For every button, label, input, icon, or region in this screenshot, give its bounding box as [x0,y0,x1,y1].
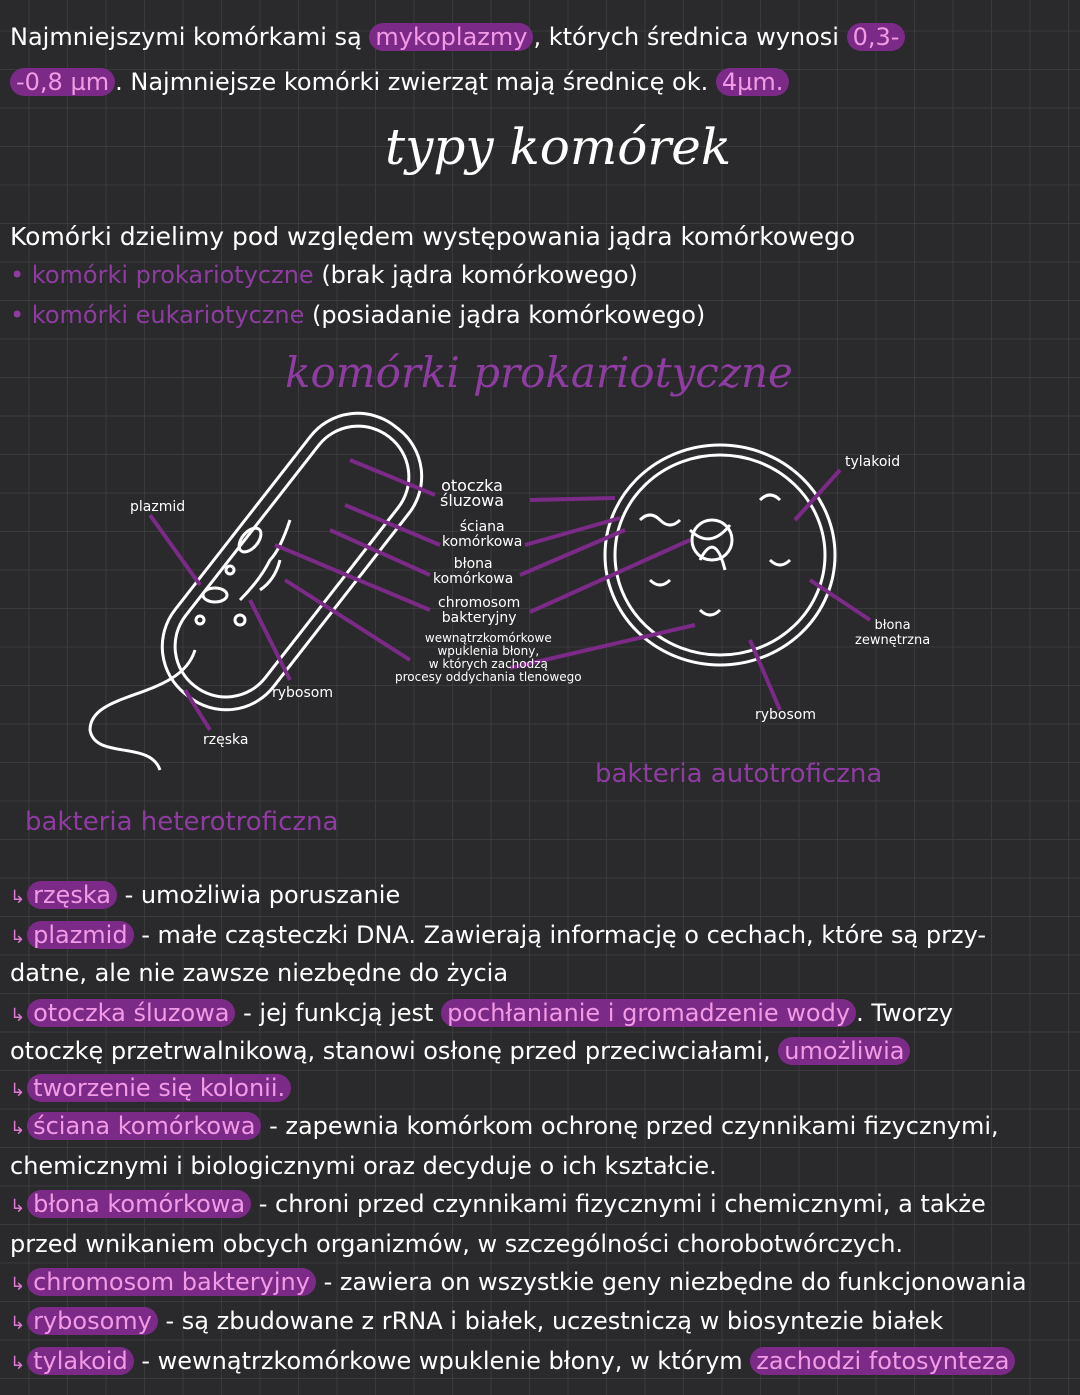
note-line: otoczkę przetrwalnikową, stanowi osłonę … [10,1034,911,1068]
text-segment: (brak jądra komórkowego) [313,261,638,289]
label-rybosom-right: rybosom [755,707,816,723]
label-blona-komorkowa: błona komórkowa [433,556,514,587]
pointer-lines [148,458,872,732]
highlighted-term: -0,8 µm [10,68,116,96]
note-line: ↳otoczka śluzowa - jej funkcją jest poch… [10,996,953,1033]
highlighted-term: umożliwia [778,1037,911,1065]
text-segment: • komórki eukariotyczne [10,301,305,329]
intro-line: Najmniejszymi komórkami są mykoplazmy, k… [10,20,906,54]
label-blona-zewnetrzna: błona zewnętrzna [855,618,931,648]
highlighted-term: 4µm. [715,68,790,96]
note-line: ↳chromosom bakteryjny - zawiera on wszys… [10,1265,1027,1302]
arrow-icon: ↳ [10,1353,26,1374]
text-segment: , których średnica wynosi [533,23,847,51]
highlighted-term: pochłanianie i gromadzenie wody [441,999,857,1027]
label-sciana-komorkowa: ściana komórkowa [442,519,523,550]
note-line: ↳rzęska - umożliwia poruszanie [10,878,400,915]
bacteria-diagram [88,411,872,771]
bullet-item: • komórki eukariotyczne (posiadanie jądr… [10,298,705,332]
arrow-icon: ↳ [10,1118,26,1139]
highlighted-term: tworzenie się kolonii. [27,1074,292,1102]
note-line: ↳plazmid - małe cząsteczki DNA. Zawieraj… [10,918,986,955]
heterotrophic-bacterium-drawing [88,411,424,771]
division-sentence: Komórki dzielimy pod względem występowan… [10,222,856,251]
arrow-icon: ↳ [10,1196,26,1217]
arrow-icon: ↳ [10,927,26,948]
text-segment: . Najmniejsze komórki zwierząt mają śred… [115,68,716,96]
note-line: ↳tworzenie się kolonii. [10,1071,292,1108]
bullet-item: • komórki prokariotyczne (brak jądra kom… [10,258,638,292]
highlighted-term: błona komórkowa [27,1190,252,1218]
text-segment: przed wnikaniem obcych organizmów, w szc… [10,1230,904,1258]
note-line: przed wnikaniem obcych organizmów, w szc… [10,1227,903,1261]
text-segment: datne, ale nie zawsze niezbędne do życia [10,959,509,987]
highlighted-term: zachodzi fotosynteza [750,1347,1016,1375]
highlighted-term: rzęska [27,881,118,909]
autotrophic-bacterium-drawing [603,443,837,667]
text-segment: - umożliwia poruszanie [117,881,401,909]
note-line: ↳błona komórkowa - chroni przed czynnika… [10,1187,986,1224]
text-segment: chemicznymi i biologicznymi oraz decyduj… [10,1152,717,1180]
highlighted-term: chromosom bakteryjny [27,1268,316,1296]
label-plazmid: plazmid [130,499,186,515]
note-line: datne, ale nie zawsze niezbędne do życia [10,956,508,990]
highlighted-term: rybosomy [27,1307,158,1335]
text-segment: (posiadanie jądra komórkowego) [304,301,706,329]
text-segment: - są zbudowane z rRNA i białek, uczestni… [157,1307,944,1335]
text-segment: • komórki prokariotyczne [10,261,314,289]
highlighted-term: mykoplazmy [369,23,534,51]
text-segment: - wewnątrzkomórkowe wpuklenie błony, w k… [133,1347,751,1375]
highlighted-term: ściana komórkowa [27,1112,262,1140]
note-line: chemicznymi i biologicznymi oraz decyduj… [10,1149,717,1183]
caption-autotrophic: bakteria autotroficzna [595,759,883,789]
text-segment: - chroni przed czynnikami fizycznymi i c… [251,1190,986,1218]
label-tylakoid: tylakoid [845,454,901,470]
section-title: komórki prokariotyczne [285,348,793,397]
arrow-icon: ↳ [10,1274,26,1295]
arrow-icon: ↳ [10,887,26,908]
text-segment: Najmniejszymi komórkami są [10,23,370,51]
label-wpuklenia: wewnątrzkomórkowe wpuklenia błony, w któ… [395,631,582,684]
label-rybosom-left: rybosom [272,685,333,701]
text-segment: - zawiera on wszystkie geny niezbędne do… [315,1268,1027,1296]
note-line: ↳ściana komórkowa - zapewnia komórkom oc… [10,1109,999,1146]
note-line: ↳tylakoid - wewnątrzkomórkowe wpuklenie … [10,1344,1016,1381]
intro-line: -0,8 µm. Najmniejsze komórki zwierząt ma… [10,65,790,99]
label-otoczka-sluzowa: otoczka śluzowa [440,476,504,510]
text-segment: otoczkę przetrwalnikową, stanowi osłonę … [10,1037,779,1065]
label-chromosom: chromosom bakteryjny [438,595,521,626]
text-segment: - małe cząsteczki DNA. Zawierają informa… [133,921,987,949]
highlighted-term: tylakoid [27,1347,134,1375]
page-title: typy komórek [385,118,732,176]
highlighted-term: otoczka śluzowa [27,999,236,1027]
text-segment: . Tworzy [856,999,953,1027]
arrow-icon: ↳ [10,1080,26,1101]
highlighted-term: 0,3- [846,23,906,51]
note-line: ↳rybosomy - są zbudowane z rRNA i białek… [10,1304,943,1341]
highlighted-term: plazmid [27,921,134,949]
arrow-icon: ↳ [10,1005,26,1026]
label-rzeska: rzęska [203,732,249,748]
arrow-icon: ↳ [10,1313,26,1334]
text-segment: - zapewnia komórkom ochronę przed czynni… [261,1112,999,1140]
text-segment: - jej funkcją jest [235,999,442,1027]
caption-heterotrophic: bakteria heterotroficzna [25,807,339,837]
